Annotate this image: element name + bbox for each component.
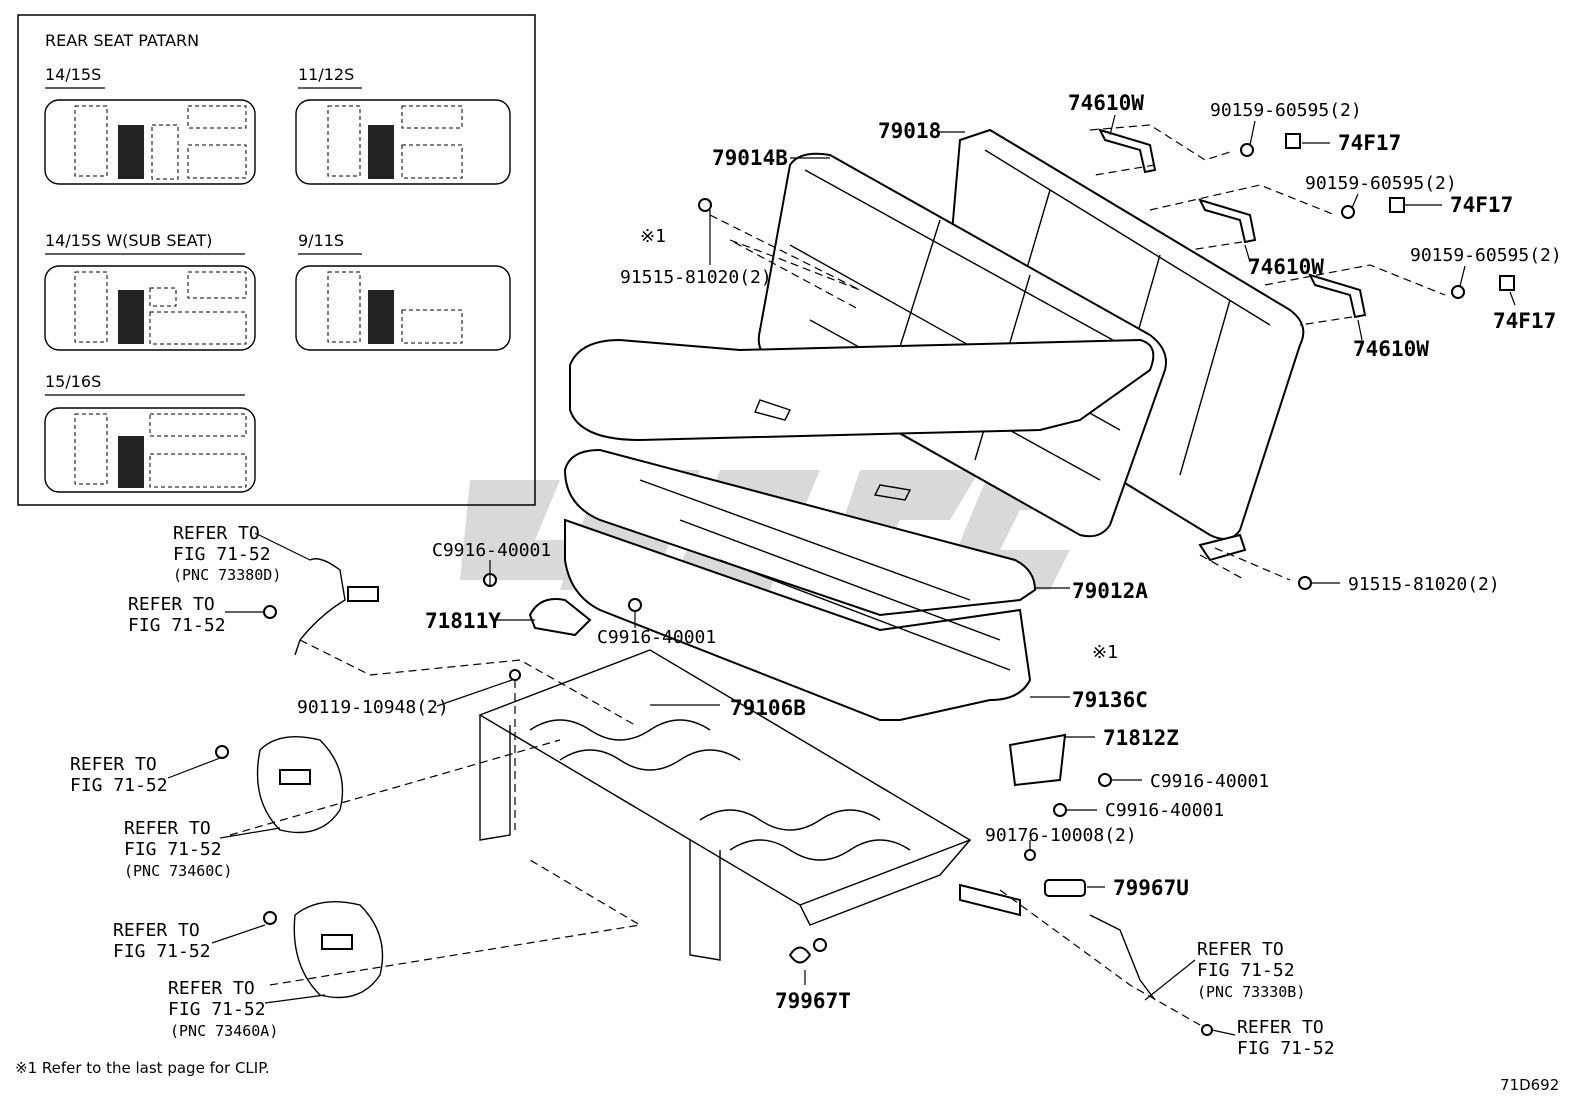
part-label-90176: 90176-10008(2) (985, 825, 1137, 846)
part-label-90159-3: 90159-60595(2) (1410, 245, 1562, 266)
diagram-code: 71D692 (1500, 1076, 1559, 1094)
side-covers (483, 573, 1112, 917)
rear-seat-pattern-box: REAR SEAT PATARN 14/15S 11/12S 14/15S W(… (17, 14, 536, 506)
svg-text:FIG 71-52: FIG 71-52 (1197, 960, 1295, 981)
part-label-91515-2: 91515-81020(2) (1348, 574, 1500, 595)
part-label-79018: 79018 (878, 119, 941, 143)
svg-text:REFER TO: REFER TO (168, 978, 255, 999)
seat-cushion-assembly (563, 338, 1155, 721)
svg-text:FIG 71-52: FIG 71-52 (124, 839, 222, 860)
refer-73330b: REFER TO FIG 71-52 (PNC 73330B) (1197, 939, 1305, 1001)
pattern-11-12s: 11/12S (295, 65, 511, 185)
seat-frame (478, 649, 972, 964)
svg-text:REFER TO: REFER TO (124, 818, 211, 839)
svg-text:REFER TO: REFER TO (128, 594, 215, 615)
part-label-79967t: 79967T (775, 989, 851, 1013)
pattern-box-title: REAR SEAT PATARN (45, 31, 199, 50)
svg-text:FIG 71-52: FIG 71-52 (128, 615, 226, 636)
refer-belt-bolt-1: REFER TO FIG 71-52 (128, 594, 226, 636)
part-label-79967u: 79967U (1113, 876, 1189, 900)
svg-text:(PNC 73330B): (PNC 73330B) (1197, 983, 1305, 1001)
part-label-71812z: 71812Z (1103, 726, 1179, 750)
pattern-14-15s: 14/15S (44, 65, 256, 185)
refer-belt-bolt-4: REFER TO FIG 71-52 (1237, 1017, 1335, 1059)
part-label-90159-1: 90159-60595(2) (1210, 100, 1362, 121)
svg-text:(PNC 73460A): (PNC 73460A) (170, 1022, 278, 1040)
part-label-90119: 90119-10948(2) (297, 697, 449, 718)
part-label-71811y: 71811Y (425, 609, 501, 633)
part-label-74f17-1: 74F17 (1338, 131, 1401, 155)
part-label-74f17-3: 74F17 (1493, 309, 1556, 333)
part-label-c9916-4: C9916-40001 (1105, 800, 1224, 821)
part-label-79106b: 79106B (730, 696, 806, 720)
svg-text:FIG 71-52: FIG 71-52 (1237, 1038, 1335, 1059)
pattern-label: 15/16S (45, 372, 101, 391)
pattern-label: 14/15S W(SUB SEAT) (45, 231, 212, 250)
part-label-c9916-1: C9916-40001 (432, 540, 551, 561)
part-label-c9916-2: C9916-40001 (597, 627, 716, 648)
clip-marker-1: ※1 (640, 226, 666, 247)
seat-belts (215, 558, 1213, 1036)
svg-text:REFER TO: REFER TO (113, 920, 200, 941)
svg-text:FIG 71-52: FIG 71-52 (168, 999, 266, 1020)
refer-belt-bolt-3: REFER TO FIG 71-52 (113, 920, 211, 962)
svg-text:(PNC 73380D): (PNC 73380D) (173, 566, 281, 584)
part-label-91515-1: 91515-81020(2) (620, 267, 772, 288)
clip-marker-2: ※1 (1092, 642, 1118, 663)
svg-text:FIG 71-52: FIG 71-52 (113, 941, 211, 962)
part-labels: 79014B 79018 74610W 90159-60595(2) 74F17… (297, 91, 1562, 1013)
part-label-79014b: 79014B (712, 146, 788, 170)
part-label-c9916-3: C9916-40001 (1150, 771, 1269, 792)
refer-labels: REFER TO FIG 71-52 (PNC 73380D) REFER TO… (70, 523, 1335, 1059)
part-label-74610w-3: 74610W (1353, 337, 1429, 361)
pattern-label: 11/12S (298, 65, 354, 84)
leader-lines (167, 114, 1516, 1036)
refer-belt-bolt-2: REFER TO FIG 71-52 (70, 754, 168, 796)
svg-text:REFER TO: REFER TO (1197, 939, 1284, 960)
pattern-14-15s-sub-seat: 14/15S W(SUB SEAT) (44, 231, 256, 351)
pattern-label: 9/11S (298, 231, 344, 250)
part-label-74610w-2: 74610W (1248, 255, 1324, 279)
refer-73460a: REFER TO FIG 71-52 (PNC 73460A) (168, 978, 278, 1040)
pattern-label: 14/15S (45, 65, 101, 84)
pattern-15-16s: 15/16S (44, 372, 256, 493)
refer-73380d: REFER TO FIG 71-52 (PNC 73380D) (173, 523, 281, 584)
svg-text:REFER TO: REFER TO (173, 523, 260, 544)
svg-text:FIG 71-52: FIG 71-52 (173, 544, 271, 565)
svg-text:FIG 71-52: FIG 71-52 (70, 775, 168, 796)
part-label-79136c: 79136C (1072, 688, 1148, 712)
part-label-79012a: 79012A (1072, 579, 1148, 603)
part-label-74f17-2: 74F17 (1450, 193, 1513, 217)
clip-footnote: ※1 Refer to the last page for CLIP. (15, 1059, 270, 1077)
part-label-74610w-1: 74610W (1068, 91, 1144, 115)
part-label-90159-2: 90159-60595(2) (1305, 173, 1457, 194)
svg-text:REFER TO: REFER TO (1237, 1017, 1324, 1038)
pattern-9-11s: 9/11S (295, 231, 511, 351)
svg-text:(PNC 73460C): (PNC 73460C) (124, 862, 232, 880)
refer-73460c: REFER TO FIG 71-52 (PNC 73460C) (124, 818, 232, 880)
svg-text:REFER TO: REFER TO (70, 754, 157, 775)
